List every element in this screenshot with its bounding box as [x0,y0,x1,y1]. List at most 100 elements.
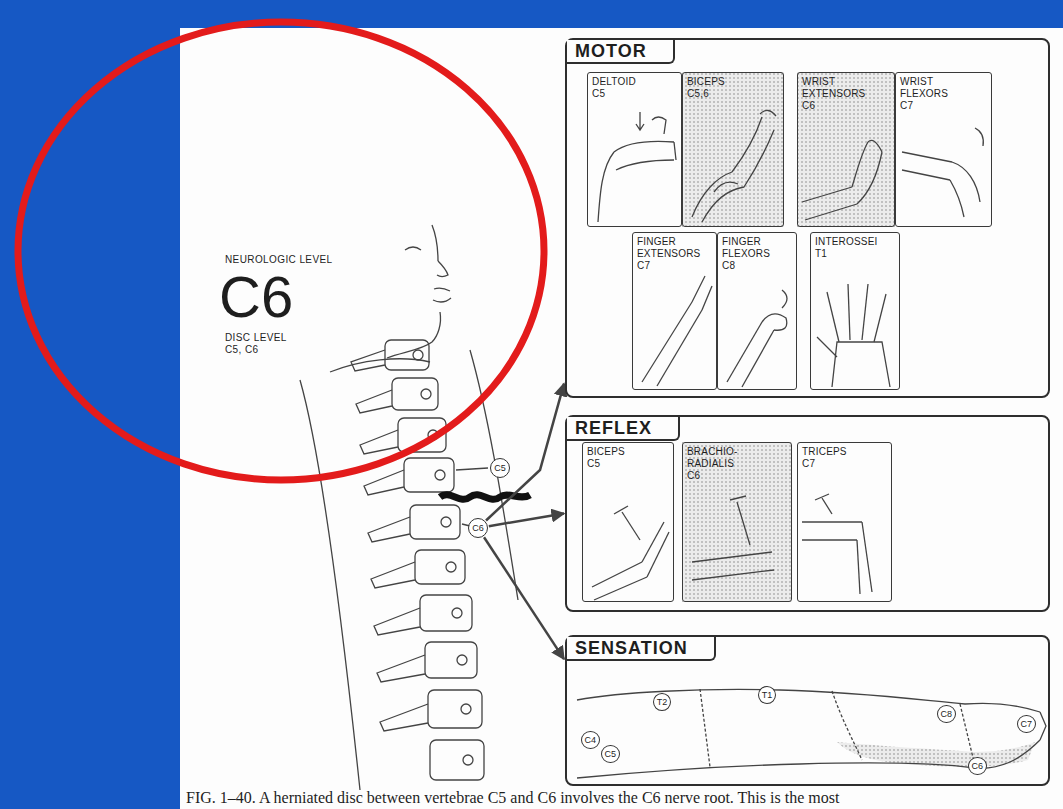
label-holder: C6 [219,268,293,326]
level-label: C6 [472,524,484,533]
muscle-box: DELTOIDC5 [587,72,682,227]
muscle-name: WRIST EXTENSORS [802,76,865,100]
connector-group [484,384,564,660]
motor-sketch [827,292,839,342]
muscle-name: WRIST FLEXORS [900,76,948,100]
dermatome-circle: C7 [1017,715,1036,733]
motor-sketch [702,286,712,310]
cervical-spine [415,550,465,584]
level-label: C4 [585,736,597,745]
nerve-arrow [489,514,564,527]
stipple-shading [682,72,784,227]
motor-sketch [616,160,674,170]
motor-sketch [692,276,705,302]
root-level: C5 [592,88,677,100]
cervical-spine [404,458,454,492]
cervical-spine [457,655,467,665]
panel-heading: SENSATION [567,637,716,661]
face-outline [387,225,451,358]
cervical-spine [360,430,398,454]
caption-holder: FIG. 1–40. A herniated disc between vert… [186,789,839,807]
root-circle: C6 [468,518,488,538]
sensation-arm [577,689,1046,778]
cervical-spine [452,608,462,618]
cervical-spine [441,517,451,527]
face-outline [387,312,441,358]
sensation-panel: SENSATION C4C5 T2 T1C8C7C6 [565,635,1050,786]
reflex-box: TRICEPSC7 [797,442,892,602]
motor-sketch [614,141,674,152]
stipple-shading [797,72,895,227]
dermatome-circle: T2 [653,693,671,711]
reflex-sketch [815,494,829,500]
motor-sketch [862,284,868,340]
cervical-spine [440,495,530,500]
motor-sketch [702,130,774,222]
muscle-name: BICEPS [687,76,725,88]
motor-sketch [805,204,857,220]
neurologic-level: C6 [219,268,293,326]
cervical-spine [421,389,431,399]
face-outline [433,298,451,302]
muscle-box: FINGER FLEXORSC8 [717,232,797,390]
disc-level: C5, C6 [225,345,259,355]
face-outline [432,225,438,261]
reflex-sketch [857,540,860,594]
motor-panel: MOTORDELTOIDC5BICEPSC5,6WRIST EXTENSORSC… [565,38,1050,398]
nerve-arrow [486,384,564,521]
reflex-sketch [642,522,664,562]
root-level: T1 [815,248,895,260]
motor-sketch [950,180,964,217]
level-label: T2 [657,698,668,707]
dermatome-circle: T1 [758,686,776,704]
sensation-arm [960,704,975,766]
reflex-sketch [647,532,669,577]
cervical-spine [351,350,385,371]
motor-sketch [714,182,738,192]
cervical-spine [435,470,445,480]
label-holder: C5, C6 [225,345,259,355]
cervical-spine [410,505,460,539]
dermatome-circle: C4 [581,731,600,749]
cervical-spine [300,340,530,790]
motor-sketch [832,342,890,387]
muscle-name: BRACHIO- RADIALIS [687,446,738,470]
motor-sketch [760,110,776,116]
sensation-arm [1040,712,1046,740]
motor-sketch [598,110,983,387]
reflex-sketch [592,494,872,600]
motor-sketch [657,310,702,386]
cervical-spine [461,704,471,714]
motor-sketch [952,162,980,202]
cervical-spine [377,655,425,682]
root-level: C5 [587,458,669,470]
motor-sketch [762,314,787,330]
muscle-name: FINGER EXTENSORS [637,236,700,260]
root-level: C7 [637,260,712,272]
motor-sketch [874,294,886,342]
motor-sketch [848,284,850,340]
cervical-spine [428,690,482,728]
dermatome-circle: C6 [968,757,987,775]
dermatome-circle: C5 [601,745,620,763]
motor-sketch [742,330,774,387]
muscle-box: INTEROSSEIT1 [810,232,900,390]
root-level: C8 [722,260,792,272]
cervical-spine [420,595,472,631]
stipple-shading [682,72,895,602]
face-outline [434,288,450,291]
level-label: C8 [941,710,953,719]
root-level: C6 [802,100,890,112]
scanned-page [180,28,1063,809]
reflex-sketch [692,552,772,562]
motor-sketch [902,152,952,162]
cervical-spine [463,755,473,765]
reflex-panel: REFLEXBICEPSC5BRACHIO- RADIALISC6TRICEPS… [565,415,1050,612]
reflex-sketch [737,502,750,545]
motor-sketch [782,290,787,308]
root-level: C6 [687,470,787,482]
cervical-spine [380,704,428,731]
cervical-spine [446,562,456,572]
level-label: C5 [605,750,617,759]
motor-sketch [975,128,983,146]
